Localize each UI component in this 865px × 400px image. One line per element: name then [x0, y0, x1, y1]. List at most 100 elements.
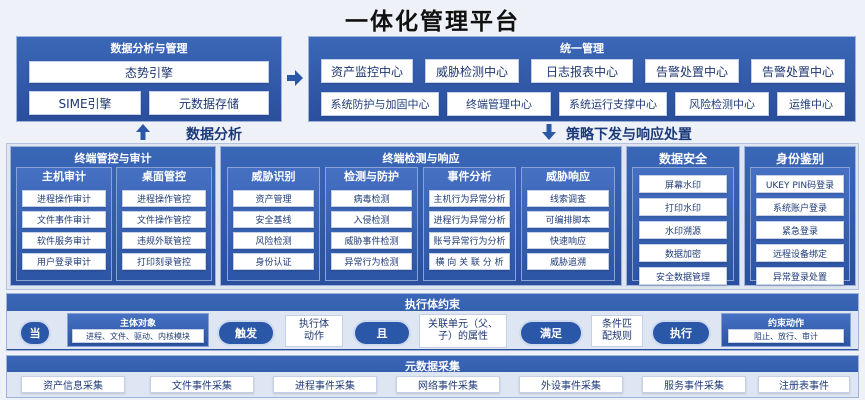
event-analysis-column: 事件分析 主机行为异常分析 进程行为异常分析 账号异常行为分析 横 向 关 联 …: [423, 167, 516, 281]
threat-identify-column: 威胁识别 资产管理 安全基线 风险检测 身份认证: [227, 167, 320, 281]
unified-box: 告警处置中心: [645, 59, 739, 83]
column-title: 威胁识别: [251, 170, 296, 183]
detect-item: 资产管理: [233, 190, 314, 207]
unified-panel: 统一管理 资产监控中心 威胁检测中心 日志报表中心 告警处置中心 告警处置中心 …: [308, 36, 856, 122]
detect-item: 账号异常行为分析: [429, 232, 510, 249]
detect-item: 安全基线: [233, 211, 314, 228]
policy-label: 策略下发与响应处置: [566, 127, 692, 143]
identity-column: UKEY PIN码登录 系统账户登录 紧急登录 远程设备绑定 异常登录处置: [750, 167, 850, 285]
executor-action: 执行体 动作: [285, 315, 343, 347]
identity-item: 远程设备绑定: [756, 244, 844, 262]
control-item: 违规外联管控: [122, 232, 206, 249]
audit-item: 用户登录审计: [22, 253, 106, 270]
identity-panel: 身份鉴别 UKEY PIN码登录 系统账户登录 紧急登录 远程设备绑定 异常登录…: [744, 146, 856, 286]
metadata-item: 外设事件采集: [519, 376, 623, 393]
control-item: 打印刻录管控: [122, 253, 206, 270]
security-item: 屏幕水印: [639, 175, 727, 193]
satisfy-label: 满足: [521, 322, 581, 344]
data-security-panel: 数据安全 屏幕水印 打印水印 水印溯源 数据加密 安全数据管理: [626, 146, 740, 286]
detect-item: 线索调查: [527, 190, 609, 207]
detect-item: 入侵检测: [331, 211, 412, 228]
relation-unit: 关联单元（父、 子）的属性: [419, 314, 507, 348]
security-item: 水印溯源: [639, 221, 727, 239]
control-item: 进程操作管控: [122, 190, 206, 207]
unified-box: 日志报表中心: [531, 59, 633, 83]
detect-item: 身份认证: [233, 253, 314, 270]
metadata-title: 元数据采集: [405, 360, 460, 373]
control-item: 文件操作管控: [122, 211, 206, 228]
terminal-detect-panel: 终端检测与响应 威胁识别 资产管理 安全基线 风险检测 身份认证 检测与防护 病…: [220, 146, 622, 286]
column-title: 桌面管控: [142, 170, 186, 183]
column-title: 事件分析: [447, 170, 492, 183]
execute-label: 执行: [653, 322, 709, 344]
security-item: 数据加密: [639, 244, 727, 262]
detect-item: 病毒检测: [331, 190, 412, 207]
action-box: 约束动作 阻止、放行、审计: [721, 313, 851, 347]
metadata-item: 文件事件采集: [150, 376, 254, 393]
identity-item: 系统账户登录: [756, 198, 844, 216]
terminal-control-title: 终端管控与审计: [74, 152, 152, 165]
subject-items: 进程、文件、驱动、内核模块: [72, 329, 204, 343]
detect-item: 快速响应: [527, 232, 609, 249]
detect-item: 可编排脚本: [527, 211, 609, 228]
identity-item: 紧急登录: [756, 221, 844, 239]
metadata-panel: 元数据采集 资产信息采集 文件事件采集 进程事件采集 网络事件采集 外设事件采集…: [6, 355, 859, 398]
audit-item: 软件服务审计: [22, 232, 106, 249]
detect-item: 主机行为异常分析: [429, 190, 510, 207]
data-security-title: 数据安全: [658, 152, 707, 166]
arrow-up-icon: [136, 124, 150, 140]
arrow-down-icon: [542, 124, 556, 140]
terminal-detect-title: 终端检测与响应: [382, 152, 460, 165]
metadata-storage-box: 元数据存储: [149, 91, 269, 115]
when-label: 当: [21, 322, 49, 344]
unified-box: 系统运行支撑中心: [559, 92, 667, 116]
situation-engine-box: 态势引擎: [29, 61, 269, 83]
metadata-item: 注册表事件: [758, 376, 850, 393]
identity-item: 异常登录处置: [756, 267, 844, 285]
page-title: 一体化管理平台: [345, 9, 520, 35]
constraint-title: 执行体约束: [405, 298, 460, 311]
column-title: 检测与防护: [344, 170, 399, 183]
unified-box: 威胁检测中心: [425, 59, 519, 83]
column-title: 主机审计: [42, 170, 86, 183]
unified-box: 资产监控中心: [321, 59, 413, 83]
analysis-panel: 数据分析与管理 态势引擎 SIME引擎 元数据存储: [16, 36, 282, 122]
condition-rule: 条件匹 配规则: [591, 315, 643, 347]
terminal-control-panel: 终端管控与审计 主机审计 进程操作审计 文件事件审计 软件服务审计 用户登录审计…: [10, 146, 216, 286]
threat-response-column: 威胁响应 线索调查 可编排脚本 快速响应 威胁追溯: [521, 167, 615, 281]
unified-box: 运维中心: [777, 92, 845, 116]
metadata-item: 网络事件采集: [396, 376, 500, 393]
desktop-control-column: 桌面管控 进程操作管控 文件操作管控 违规外联管控 打印刻录管控: [116, 167, 212, 281]
detect-item: 威胁追溯: [527, 253, 609, 270]
security-item: 打印水印: [639, 198, 727, 216]
detect-item: 异常行为检测: [331, 253, 412, 270]
action-title: 约束动作: [767, 319, 804, 329]
identity-title: 身份鉴别: [775, 152, 824, 166]
audit-item: 文件事件审计: [22, 211, 106, 228]
subject-title: 主体对象: [119, 319, 156, 329]
audit-item: 进程操作审计: [22, 190, 106, 207]
detect-item: 进程行为异常分析: [429, 211, 510, 228]
unified-box: 系统防护与加固中心: [321, 92, 439, 116]
security-item: 安全数据管理: [639, 267, 727, 285]
column-title: 威胁响应: [546, 170, 590, 183]
trigger-label: 触发: [219, 322, 273, 344]
unified-box: 风险检测中心: [675, 92, 769, 116]
unified-box: 告警处置中心: [751, 59, 845, 83]
metadata-item: 资产信息采集: [21, 376, 125, 393]
analysis-title: 数据分析与管理: [110, 42, 188, 55]
and-label: 且: [355, 322, 409, 344]
detect-item: 风险检测: [233, 232, 314, 249]
constraint-panel: 执行体约束 当 主体对象 进程、文件、驱动、内核模块 触发 执行体 动作 且 关…: [6, 293, 859, 351]
host-audit-column: 主机审计 进程操作审计 文件事件审计 软件服务审计 用户登录审计: [16, 167, 112, 281]
data-analysis-label: 数据分析: [186, 127, 242, 143]
metadata-item: 进程事件采集: [273, 376, 377, 393]
detect-item: 横 向 关 联 分 析: [429, 253, 510, 270]
detect-protect-column: 检测与防护 病毒检测 入侵检测 威胁事件检测 异常行为检测: [325, 167, 418, 281]
detect-item: 威胁事件检测: [331, 232, 412, 249]
unified-box: 终端管理中心: [447, 92, 551, 116]
data-security-column: 屏幕水印 打印水印 水印溯源 数据加密 安全数据管理: [632, 167, 734, 285]
unified-title: 统一管理: [560, 42, 604, 55]
sime-engine-box: SIME引擎: [29, 91, 141, 115]
subject-box: 主体对象 进程、文件、驱动、内核模块: [67, 313, 209, 347]
